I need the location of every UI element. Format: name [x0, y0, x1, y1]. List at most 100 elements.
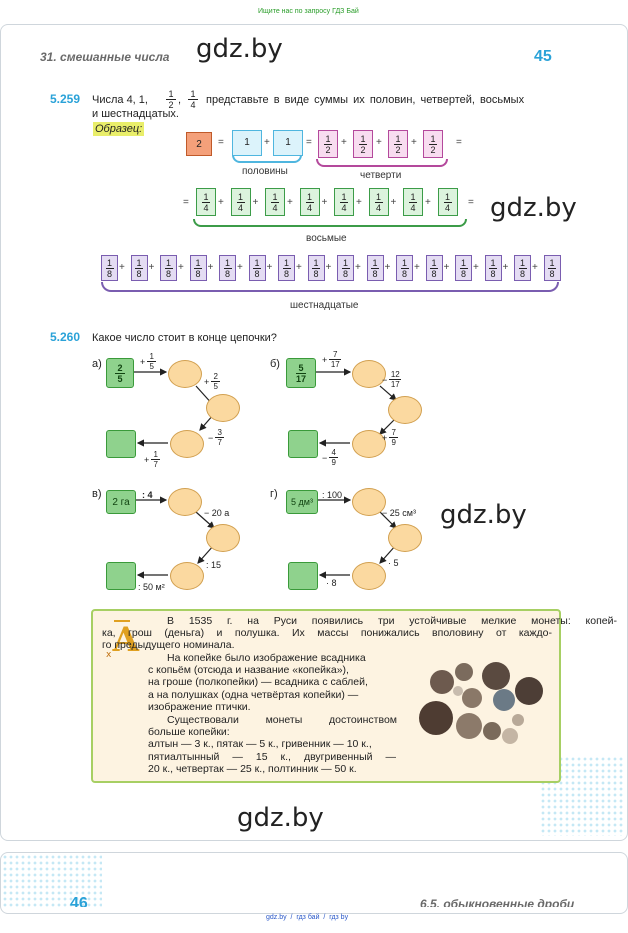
plus-sign: + — [148, 262, 155, 273]
whole-box: 1 — [232, 130, 262, 156]
part-label: б) — [270, 358, 280, 370]
plus-sign: + — [384, 262, 391, 273]
plus-sign: + — [376, 137, 382, 148]
plus-sign: + — [266, 262, 273, 273]
label-quarters: четверти — [360, 170, 402, 181]
plus-sign: + — [425, 197, 431, 208]
running-head: 31. смешанные числа — [40, 50, 170, 64]
plus-sign: + — [237, 262, 243, 273]
watermark: gdz.by — [196, 34, 283, 64]
info-text: Существовали монеты достоинством — [167, 714, 397, 726]
step-op: · 5 — [388, 558, 399, 568]
equals-sign: = — [218, 137, 224, 148]
top-note: Ищите нас по запросу ГДЗ Бай — [258, 8, 359, 15]
footer-links[interactable]: gdz.by / гдз бай / гдз by — [266, 914, 349, 921]
info-text: 20 к., четвертак — 25 к., полтинник — 50… — [148, 762, 357, 775]
info-text: изображение птички. — [148, 700, 251, 713]
plus-sign: + — [321, 197, 328, 208]
chain-node — [352, 430, 386, 458]
info-text: пятиалтынный — 15 к., двугривенный — — [148, 750, 396, 763]
watermark: gdz.by — [237, 803, 324, 833]
info-text: алтын — 3 к., пятак — 5 к., гривенник — … — [148, 738, 372, 751]
step-op: · 8 — [326, 578, 337, 588]
info-text: с копьём (отсюда и название «копейка»), — [148, 664, 349, 677]
plus-sign: + — [287, 197, 293, 208]
step-op: : 4 — [142, 490, 153, 500]
next-page-number: 46 — [70, 895, 88, 907]
plus-sign: + — [296, 262, 302, 273]
info-text: На копейке было изображение всадника — [167, 652, 366, 664]
step-op: − 25 см³ — [382, 508, 416, 518]
chain-end-box — [288, 430, 318, 458]
chain-start: 5 дм³ — [286, 490, 318, 514]
task-question: Какое число стоит в конце цепочки? — [92, 332, 277, 344]
chain-node — [206, 524, 240, 552]
plus-sign: + — [119, 262, 125, 273]
plus-sign: + — [473, 262, 479, 273]
label-eighths: восьмые — [306, 233, 347, 244]
coins-photo — [412, 658, 552, 750]
chain-node — [170, 430, 204, 458]
plus-sign: + — [532, 262, 538, 273]
plus-sign: + — [178, 262, 184, 273]
plus-sign: + — [390, 197, 397, 208]
page-number: 45 — [534, 48, 552, 65]
plus-sign: + — [207, 262, 214, 273]
svg-text:А: А — [112, 620, 140, 660]
sample-label: Образец: — [93, 122, 145, 136]
chain-node — [388, 524, 422, 552]
plus-sign: + — [502, 262, 509, 273]
plus-sign: + — [411, 137, 417, 148]
label-sixteenths: шестнадцатые — [290, 300, 359, 311]
chain-node — [352, 488, 386, 516]
plus-sign: + — [356, 197, 362, 208]
plus-sign: + — [341, 137, 347, 148]
equals-sign: = — [456, 137, 462, 148]
task-number: 5.259 — [50, 92, 81, 106]
task-text: и шестнадцатых. — [92, 108, 179, 120]
step-op: : 100 — [322, 490, 343, 500]
plus-sign: + — [264, 137, 270, 148]
plus-sign: + — [218, 197, 224, 208]
dot-decoration — [2, 854, 102, 908]
whole-box: 1 — [273, 130, 303, 156]
chain-node — [170, 562, 204, 590]
comma: , — [178, 94, 182, 106]
chain-node — [168, 360, 202, 388]
watermark: gdz.by — [440, 500, 527, 530]
plus-sign: + — [414, 262, 420, 273]
chain-node — [206, 394, 240, 422]
part-label: г) — [270, 488, 278, 500]
label-halves: половины — [242, 166, 288, 177]
plus-sign: + — [443, 262, 450, 273]
chain-node — [352, 562, 386, 590]
plus-sign: + — [355, 262, 361, 273]
chain-end-box — [106, 430, 136, 458]
info-text: а на полушках (одна четвёртая копейки) — — [148, 688, 359, 701]
